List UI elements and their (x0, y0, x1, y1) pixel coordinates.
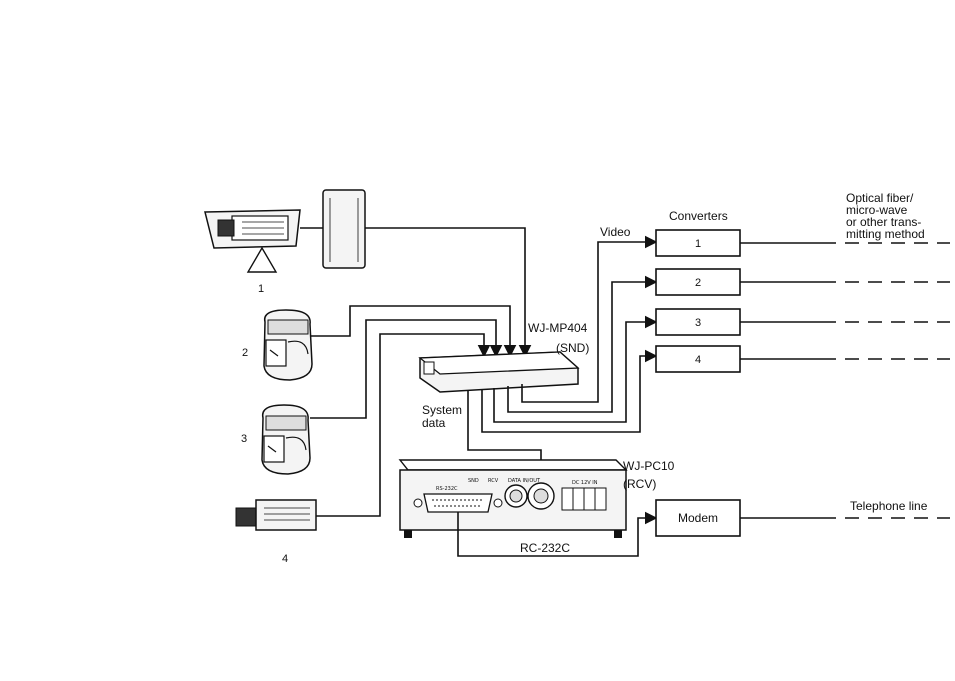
converter-1: 1 (656, 230, 740, 256)
adapter-box (323, 190, 365, 268)
converter-4-label: 4 (695, 354, 701, 366)
converter-4: 4 (656, 346, 740, 372)
converter-3-label: 3 (695, 317, 701, 329)
camera-1-label: 1 (258, 283, 264, 295)
modem-label: Modem (678, 511, 718, 525)
panel-data-label: DATA IN/OUT (508, 478, 541, 484)
panel-dc-label: DC 12V IN (572, 480, 598, 486)
panel-rcv-label: RCV (488, 478, 499, 484)
mp404-name: WJ-MP404 (528, 321, 588, 335)
system-data-label-2: data (422, 416, 446, 430)
pc10-name: WJ-PC10 (623, 459, 675, 473)
camera-4-box (236, 500, 316, 530)
converter-1-label: 1 (695, 238, 701, 250)
rc232c-label: RC-232C (520, 541, 570, 555)
pc10-mode: (RCV) (623, 477, 656, 491)
telephone-line-label: Telephone line (850, 499, 928, 513)
wj-mp404-unit (420, 352, 578, 392)
converter-2-label: 2 (695, 277, 701, 289)
camera-1-housing (205, 210, 300, 272)
wj-pc10-unit: SND RCV RS-232C DATA IN/OUT DC 12V IN (400, 460, 626, 538)
camera-3-label: 3 (241, 433, 247, 445)
modem: Modem (656, 500, 740, 536)
video-label: Video (600, 225, 631, 239)
panel-snd-label: SND (468, 478, 479, 484)
mp404-mode: (SND) (556, 341, 589, 355)
system-data-label-1: System (422, 403, 462, 417)
panel-rs-label: RS-232C (436, 486, 458, 492)
camera-2-label: 2 (242, 347, 248, 359)
converters-label: Converters (669, 209, 728, 223)
optical-label-4: mitting method (846, 227, 925, 241)
camera-3-dome (262, 405, 310, 474)
converter-2: 2 (656, 269, 740, 295)
camera-4-label: 4 (282, 553, 288, 565)
converter-3: 3 (656, 309, 740, 335)
camera-2-dome (264, 310, 312, 380)
